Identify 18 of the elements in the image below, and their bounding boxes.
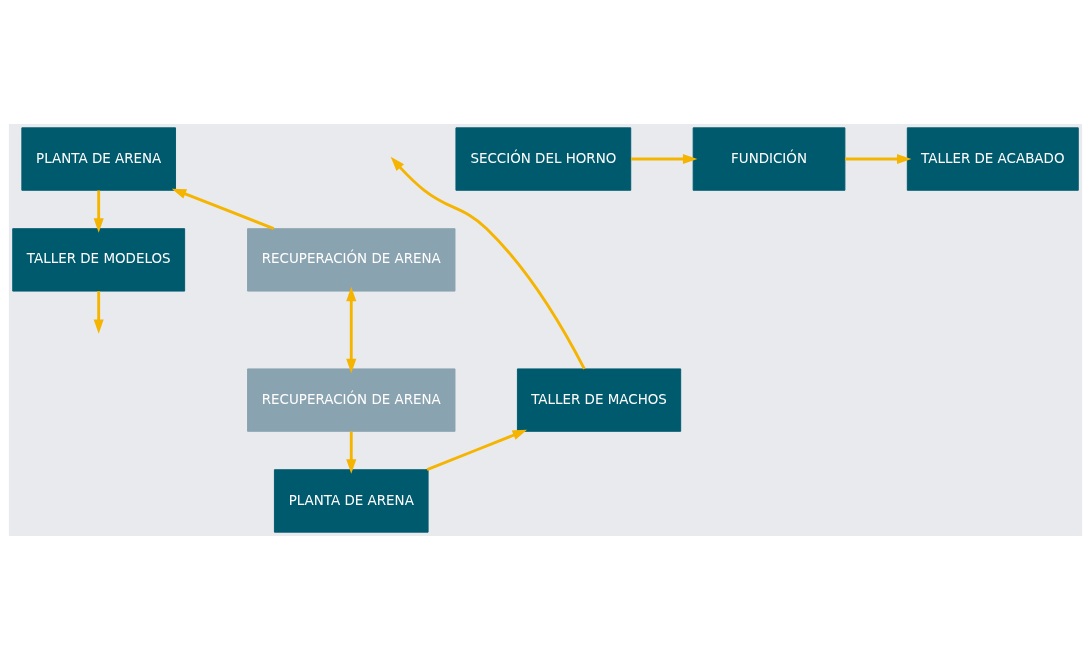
arrow [93,291,104,334]
arrow [93,190,104,233]
node-box: RECUPERACIÓN DE ARENA [247,368,456,432]
node-box: TALLER DE ACABADO [906,127,1079,191]
arrow [346,431,357,474]
arrow [426,429,528,472]
node-box: SECCIÓN DEL HORNO [455,127,632,191]
node-box: TALLER DE MACHOS [516,368,682,432]
node-box: PLANTA DE ARENA [21,127,176,191]
arrow [631,154,698,165]
node-box: PLANTA DE ARENA [273,469,429,533]
arrow [390,156,586,370]
arrow [845,154,912,165]
arrow [346,286,357,374]
arrow [171,188,275,230]
node-box: RECUPERACIÓN DE ARENA [247,228,456,292]
node-box: FUNDICIÓN [692,127,846,191]
node-box: TALLER DE MODELOS [12,228,186,292]
